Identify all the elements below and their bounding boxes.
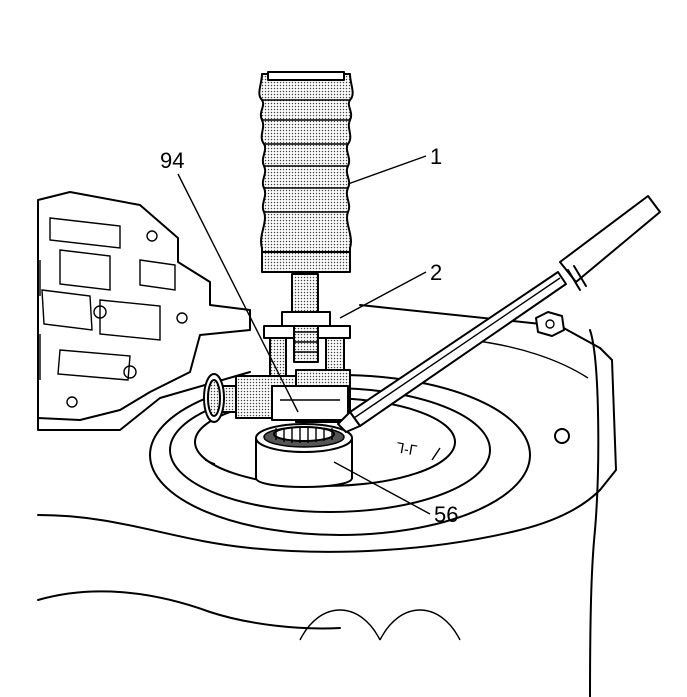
leader-lines <box>177 155 431 515</box>
screwdriver <box>337 195 661 433</box>
callout-2: 2 <box>430 260 442 285</box>
callout-94: 94 <box>160 148 184 173</box>
leader-56 <box>333 461 431 515</box>
valve-body <box>37 191 251 421</box>
leader-94 <box>177 173 299 413</box>
case-bolt <box>535 311 565 337</box>
seal-56 <box>255 423 353 488</box>
seal-puller-tool <box>203 311 351 423</box>
slide-hammer-handle <box>258 71 354 313</box>
leader-2 <box>339 271 427 319</box>
callout-labels: 1 2 94 56 <box>160 144 458 527</box>
callout-56: 56 <box>434 502 458 527</box>
callout-1: 1 <box>430 144 442 169</box>
svg-text:ᒣ-ᒥ: ᒣ-ᒥ <box>394 439 418 458</box>
leader-1 <box>347 155 427 185</box>
